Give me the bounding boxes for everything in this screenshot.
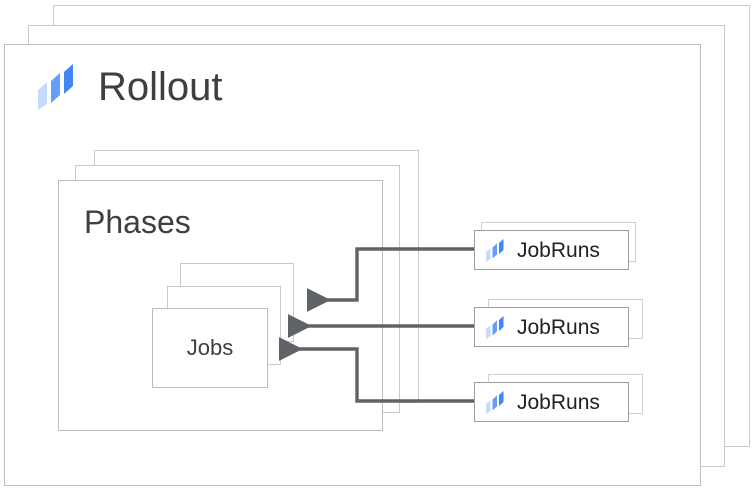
rollout-logo-icon	[38, 64, 82, 110]
jobrun-card-0[interactable]: JobRuns	[474, 230, 629, 270]
rollout-logo-icon	[486, 238, 508, 262]
jobs-title: Jobs	[186, 335, 234, 360]
rollout-title: Rollout	[98, 65, 223, 109]
jobrun-card-2-label: JobRuns	[517, 390, 600, 414]
jobrun-card-2[interactable]: JobRuns	[474, 382, 629, 422]
phases-title: Phases	[84, 204, 191, 240]
jobrun-card-0-label: JobRuns	[517, 238, 600, 262]
rollout-logo-icon	[486, 390, 508, 414]
jobs-stack-layer-front	[152, 308, 268, 388]
jobrun-card-1[interactable]: JobRuns	[474, 307, 629, 347]
rollout-title-group: Rollout	[38, 64, 223, 110]
jobrun-card-1-label: JobRuns	[517, 315, 600, 339]
rollout-logo-icon	[486, 315, 508, 339]
